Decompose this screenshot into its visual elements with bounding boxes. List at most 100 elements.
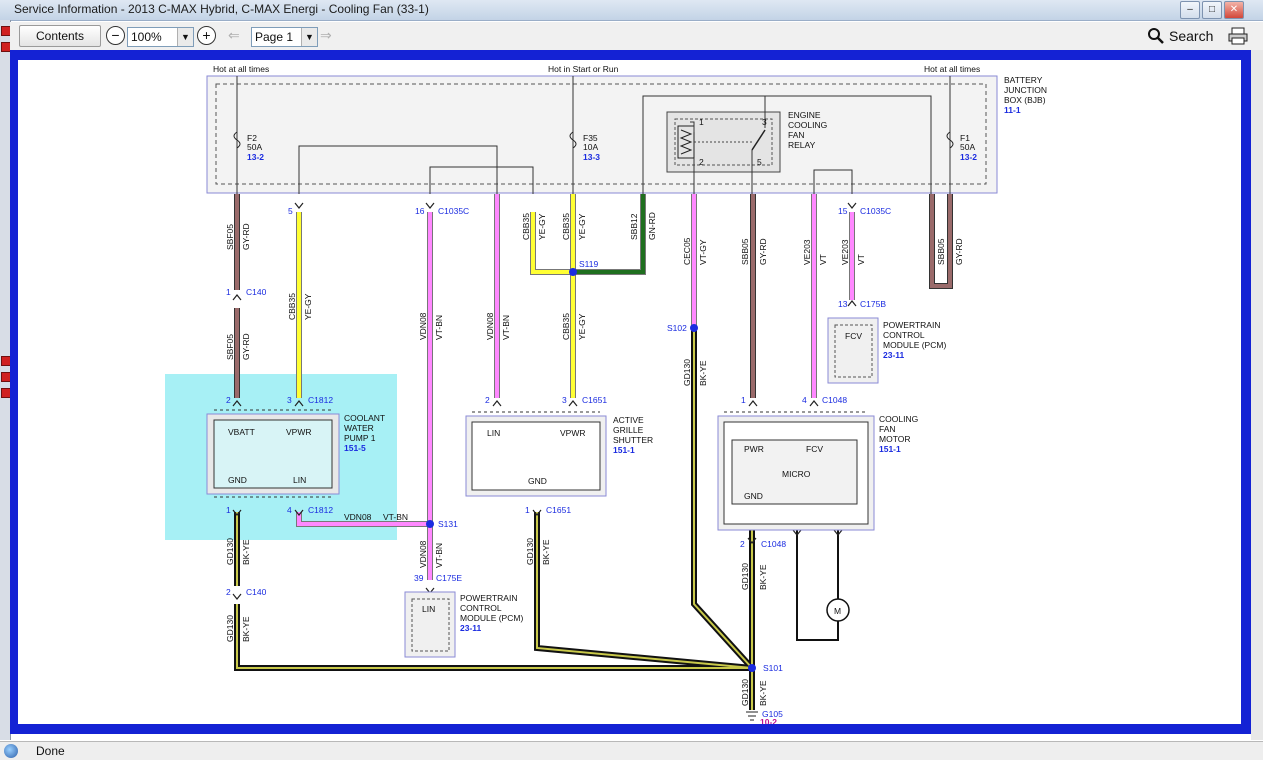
connector-c175e[interactable]: C175E (436, 573, 462, 583)
bjb-label: BOX (BJB) (1004, 95, 1046, 105)
toolbar: Contents − 100% ▼ + ⇐ Page 1 ▼ ⇒ Search (10, 22, 1263, 51)
wiring-diagram: Hot at all times Hot in Start or Run Hot… (165, 64, 1047, 727)
chevron-down-icon: ▼ (301, 28, 317, 46)
connector-c1812[interactable]: C1812 (308, 505, 333, 515)
connector-c175b[interactable]: C175B (860, 299, 886, 309)
shutter-ref-link[interactable]: 151-1 (613, 445, 635, 455)
pin-number: 1 (226, 287, 231, 297)
wire-color: GY-RD (954, 238, 964, 265)
fuse-ref-link[interactable]: 13-3 (583, 152, 600, 162)
globe-icon (4, 744, 18, 758)
previous-page-icon[interactable]: ⇐ (228, 27, 240, 43)
connector-c1812[interactable]: C1812 (308, 395, 333, 405)
maximize-button[interactable]: □ (1202, 1, 1222, 19)
pin-number: 3 (287, 395, 292, 405)
wire-color: BK-YE (698, 360, 708, 386)
splice-s119[interactable] (569, 268, 577, 276)
wire-color: VT-GY (698, 239, 708, 265)
connector-c140[interactable]: C140 (246, 587, 267, 597)
bjb-label: BATTERY (1004, 75, 1043, 85)
wire-color: VT (818, 254, 828, 265)
shutter-pin-vpwr: VPWR (560, 428, 586, 438)
window-title: Service Information - 2013 C-MAX Hybrid,… (14, 2, 429, 16)
wire-color: GY-RD (758, 238, 768, 265)
ground-symbol-icon (746, 711, 758, 721)
close-button[interactable]: ✕ (1224, 1, 1244, 19)
wire-color: GY-RD (241, 223, 251, 250)
wire-code: CBB35 (287, 293, 297, 320)
pcm-top-box (827, 317, 879, 384)
connector-c1651[interactable]: C1651 (546, 505, 571, 515)
fuse-ref-link[interactable]: 13-2 (960, 152, 977, 162)
pcm-pin-lin: LIN (422, 604, 435, 614)
relay-pin: 1 (699, 117, 704, 127)
vertical-scrollbar[interactable] (1251, 50, 1263, 740)
bjb-ref-link[interactable]: 11-1 (1004, 105, 1021, 115)
coil-winding (679, 129, 693, 155)
pin-number: 15 (838, 206, 848, 216)
wire-color: VT-BN (383, 512, 408, 522)
wire-color: BK-YE (241, 539, 251, 565)
wire-code: CBB35 (521, 213, 531, 240)
connector-c1048[interactable]: C1048 (822, 395, 847, 405)
fuse-rating: 50A (247, 142, 262, 152)
pcm-ref-link[interactable]: 23-11 (883, 350, 905, 360)
fuse-ref-link[interactable]: 13-2 (247, 152, 264, 162)
relay-label: FAN (788, 130, 805, 140)
hot-label-left: Hot at all times (213, 64, 269, 74)
pin-number: 2 (485, 395, 490, 405)
page-select[interactable]: Page 1 ▼ (251, 27, 318, 47)
wire-color: YE-GY (577, 213, 587, 240)
splice-label: S131 (438, 519, 458, 529)
next-page-icon[interactable]: ⇒ (320, 27, 332, 43)
wire-color: BK-YE (758, 564, 768, 590)
motor-leads (796, 512, 839, 641)
pump-ref-link[interactable]: 151-5 (344, 443, 366, 453)
pcm-ref-link[interactable]: 23-11 (460, 623, 482, 633)
zoom-out-icon[interactable]: − (106, 26, 125, 45)
relay-switch-icon (751, 129, 766, 151)
splice-s101[interactable] (748, 664, 756, 672)
wire-code: VDN08 (344, 512, 372, 522)
status-bar: Done (0, 741, 1263, 760)
shutter-label: ACTIVE (613, 415, 644, 425)
pin-number: 5 (288, 206, 293, 216)
wire-code: VE203 (802, 239, 812, 265)
bjb-inner-outline (215, 83, 987, 185)
pin-number: 2 (226, 395, 231, 405)
wire-color: VT (856, 254, 866, 265)
ground-ref-link[interactable]: 10-2 (760, 717, 777, 727)
connector-c1048[interactable]: C1048 (761, 539, 786, 549)
search-icon (1148, 28, 1164, 44)
connector-c1651[interactable]: C1651 (582, 395, 607, 405)
bjb-label: JUNCTION (1004, 85, 1047, 95)
pump-label: PUMP 1 (344, 433, 376, 443)
motor-icon (826, 598, 850, 622)
connector-c1035c[interactable]: C1035C (438, 206, 469, 216)
zoom-in-icon[interactable]: + (197, 26, 216, 45)
wire-code: GD130 (225, 538, 235, 565)
pcm-label: CONTROL (883, 330, 925, 340)
fan-motor-ref-link[interactable]: 151-1 (879, 444, 901, 454)
wire-code: SBF05 (225, 334, 235, 360)
pcm-label: CONTROL (460, 603, 502, 613)
wire-color: GY-RD (241, 333, 251, 360)
minimize-button[interactable]: – (1180, 1, 1200, 19)
wire-yegy (297, 194, 575, 398)
wire-code: SBF05 (225, 224, 235, 250)
splice-s102[interactable] (690, 324, 698, 332)
search-button[interactable]: Search (1147, 25, 1225, 47)
print-icon[interactable] (1228, 27, 1248, 45)
connector-c140[interactable]: C140 (246, 287, 267, 297)
pump-pin-gnd: GND (228, 475, 247, 485)
zoom-select[interactable]: 100% ▼ (127, 27, 194, 47)
pump-pin-vpwr: VPWR (286, 427, 312, 437)
splice-label: S102 (667, 323, 687, 333)
connector-c1035c[interactable]: C1035C (860, 206, 891, 216)
wire-code: CEC05 (682, 237, 692, 265)
contents-button[interactable]: Contents (19, 25, 101, 47)
wire-color: VT-BN (501, 315, 511, 340)
relay-label: ENGINE (788, 110, 821, 120)
splice-s131[interactable] (426, 520, 434, 528)
pin-number: 1 (525, 505, 530, 515)
